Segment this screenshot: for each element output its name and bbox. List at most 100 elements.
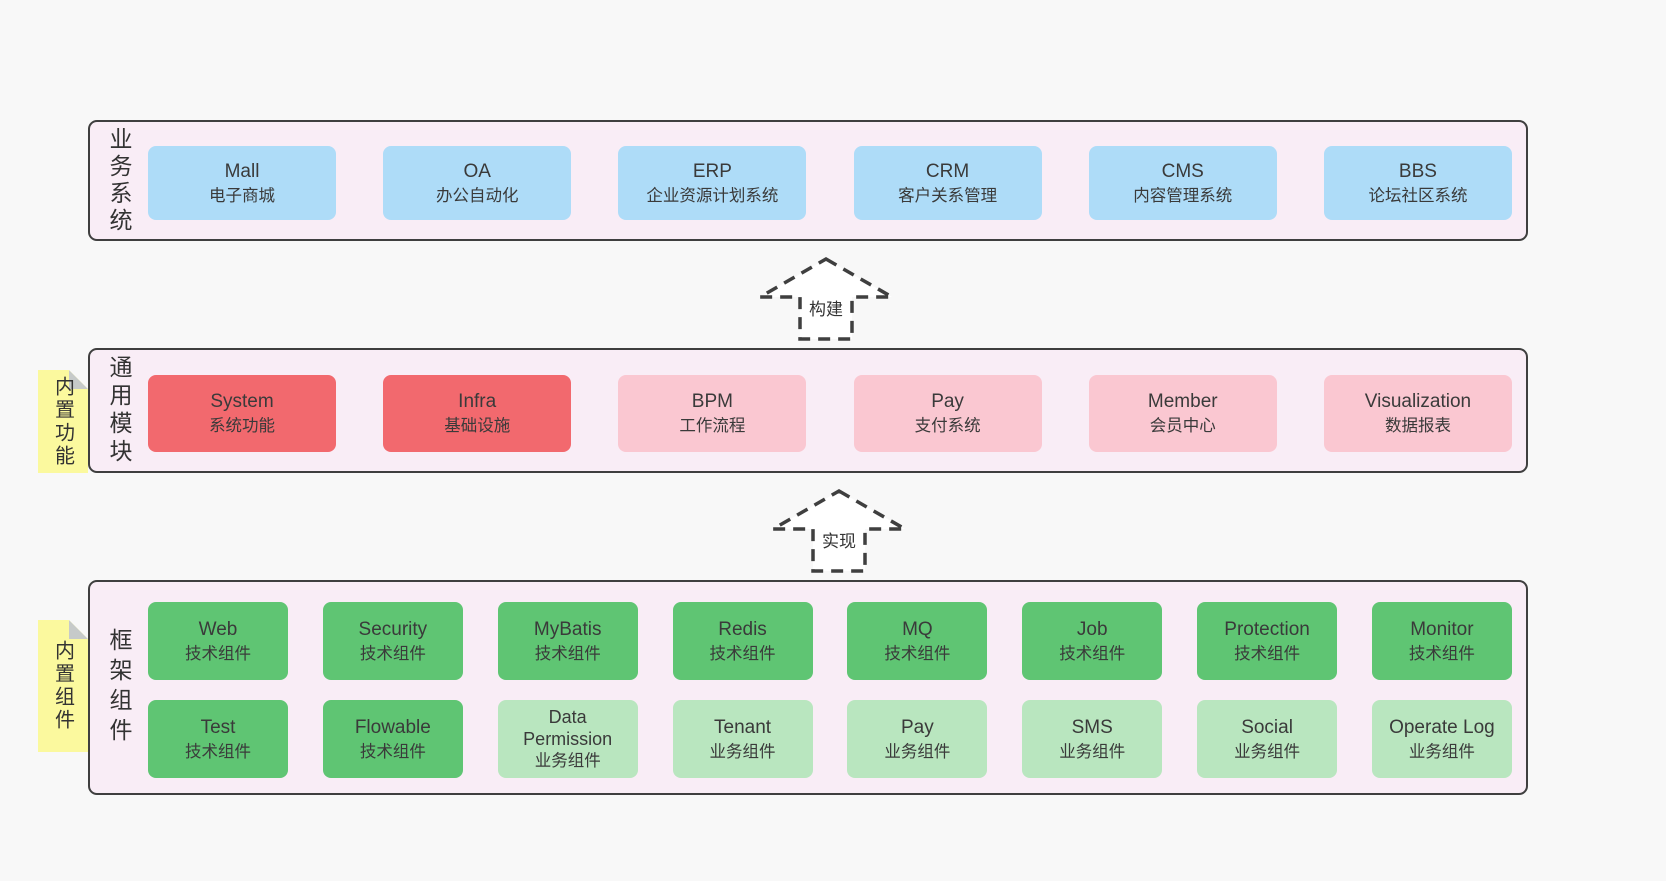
box-pay-system: Pay 支付系统	[853, 375, 1042, 452]
box-title: System	[210, 391, 274, 412]
box-title: Web	[198, 618, 238, 640]
box-subtitle: 基础设施	[444, 417, 511, 435]
implement-arrow-label: 实现	[820, 527, 858, 552]
box-title: Social	[1241, 716, 1293, 738]
box-title: Infra	[458, 391, 497, 412]
box-title: CRM	[925, 160, 970, 182]
box-subtitle: 技术组件	[709, 644, 776, 663]
box-subtitle: 技术组件	[884, 644, 951, 663]
box-subtitle: 技术组件	[185, 644, 251, 663]
box-erp: ERP 企业资源计划系统	[618, 146, 807, 220]
box-title: Security	[358, 618, 428, 640]
folded-corner-icon	[69, 620, 88, 639]
box-crm: CRM 客户关系管理	[853, 146, 1042, 220]
box-security: Security 技术组件	[322, 602, 463, 680]
sticky-note-built-in-features: 内置功能	[38, 370, 88, 473]
layer-label-business-systems: 业务系统	[106, 126, 132, 235]
box-subtitle: 业务组件	[884, 742, 951, 761]
box-subtitle: 技术组件	[185, 742, 251, 761]
box-title: BPM	[691, 391, 733, 412]
box-subtitle: 技术组件	[1059, 644, 1126, 663]
box-subtitle: 会员中心	[1149, 417, 1216, 435]
layer-common-modules: 通用模块 System 系统功能 Infra 基础设施 BPM 工作流程 Pay…	[88, 348, 1528, 473]
box-title: Monitor	[1410, 618, 1474, 640]
business-systems-row: Mall 电子商城 OA 办公自动化 ERP 企业资源计划系统 CRM 客户关系…	[148, 146, 1512, 220]
box-operate-log: Operate Log 业务组件	[1371, 700, 1512, 778]
box-subtitle: 技术组件	[359, 644, 426, 663]
box-bbs: BBS 论坛社区系统	[1323, 146, 1512, 220]
box-subtitle: 业务组件	[1408, 742, 1475, 761]
box-title: ERP	[692, 160, 732, 182]
box-oa: OA 办公自动化	[383, 146, 572, 220]
box-monitor: Monitor 技术组件	[1371, 602, 1512, 680]
box-flowable: Flowable 技术组件	[322, 700, 463, 778]
common-modules-row: System 系统功能 Infra 基础设施 BPM 工作流程 Pay 支付系统…	[148, 375, 1512, 452]
box-title: Protection	[1224, 618, 1310, 640]
build-arrow: 构建	[756, 255, 896, 343]
box-title: Tenant	[714, 716, 772, 738]
framework-components-row-2: Test 技术组件 Flowable 技术组件 Data Permission …	[148, 700, 1512, 778]
box-mq: MQ 技术组件	[847, 602, 988, 680]
box-cms: CMS 内容管理系统	[1088, 146, 1277, 220]
box-infra: Infra 基础设施	[383, 375, 572, 452]
box-title: Pay	[931, 391, 964, 412]
box-social: Social 业务组件	[1197, 700, 1338, 778]
box-mall: Mall 电子商城	[148, 146, 336, 220]
box-title: Member	[1147, 391, 1218, 412]
box-title: MQ	[902, 618, 933, 640]
box-title: Job	[1076, 618, 1108, 640]
box-data-permission: Data Permission 业务组件	[497, 700, 638, 778]
box-subtitle: 技术组件	[1408, 644, 1475, 663]
box-subtitle: 工作流程	[679, 417, 746, 435]
box-bpm: BPM 工作流程	[618, 375, 807, 452]
box-title: Visualization	[1364, 391, 1472, 412]
box-title: Data Permission	[523, 707, 613, 749]
sticky-note-text: 内置组件	[51, 640, 74, 732]
box-mybatis: MyBatis 技术组件	[497, 602, 638, 680]
box-subtitle: 企业资源计划系统	[646, 186, 779, 205]
box-subtitle: 支付系统	[914, 417, 981, 435]
box-title: Test	[200, 716, 236, 738]
box-subtitle: 论坛社区系统	[1368, 186, 1468, 205]
implement-arrow: 实现	[769, 487, 909, 575]
box-title: BBS	[1398, 160, 1437, 182]
box-web: Web 技术组件	[148, 602, 288, 680]
box-subtitle: 技术组件	[359, 742, 426, 761]
box-visualization: Visualization 数据报表	[1323, 375, 1512, 452]
box-title: Pay	[901, 716, 934, 738]
layer-label-framework-components: 框架组件	[106, 627, 132, 748]
box-title: OA	[463, 160, 491, 182]
box-subtitle: 业务组件	[709, 742, 776, 761]
box-subtitle: 业务组件	[1234, 742, 1301, 761]
sticky-note-built-in-components: 内置组件	[38, 620, 88, 752]
box-title: Operate Log	[1389, 716, 1495, 738]
sticky-note-text: 内置功能	[51, 375, 74, 468]
box-test: Test 技术组件	[148, 700, 288, 778]
box-subtitle: 技术组件	[534, 644, 601, 663]
box-job: Job 技术组件	[1022, 602, 1163, 680]
box-subtitle: 系统功能	[209, 417, 275, 435]
box-subtitle: 数据报表	[1384, 417, 1451, 435]
box-pay-component: Pay 业务组件	[847, 700, 988, 778]
box-subtitle: 内容管理系统	[1133, 186, 1233, 205]
box-title: MyBatis	[533, 618, 602, 640]
box-system: System 系统功能	[148, 375, 336, 452]
box-subtitle: 业务组件	[1059, 742, 1126, 761]
box-title: Mall	[224, 160, 260, 182]
box-subtitle: 办公自动化	[435, 186, 519, 205]
framework-components-row-1: Web 技术组件 Security 技术组件 MyBatis 技术组件 Redi…	[148, 602, 1512, 680]
box-title: CMS	[1161, 160, 1204, 182]
box-member: Member 会员中心	[1088, 375, 1277, 452]
box-title: Flowable	[354, 716, 431, 738]
box-sms: SMS 业务组件	[1022, 700, 1163, 778]
box-subtitle: 技术组件	[1234, 644, 1301, 663]
box-subtitle: 电子商城	[209, 186, 275, 205]
box-tenant: Tenant 业务组件	[672, 700, 813, 778]
build-arrow-label: 构建	[807, 295, 845, 320]
box-subtitle: 客户关系管理	[898, 186, 998, 205]
box-protection: Protection 技术组件	[1197, 602, 1338, 680]
box-subtitle: 业务组件	[534, 752, 601, 770]
layer-business-systems: 业务系统 Mall 电子商城 OA 办公自动化 ERP 企业资源计划系统 CRM…	[88, 120, 1528, 241]
layer-label-common-modules: 通用模块	[106, 354, 132, 467]
